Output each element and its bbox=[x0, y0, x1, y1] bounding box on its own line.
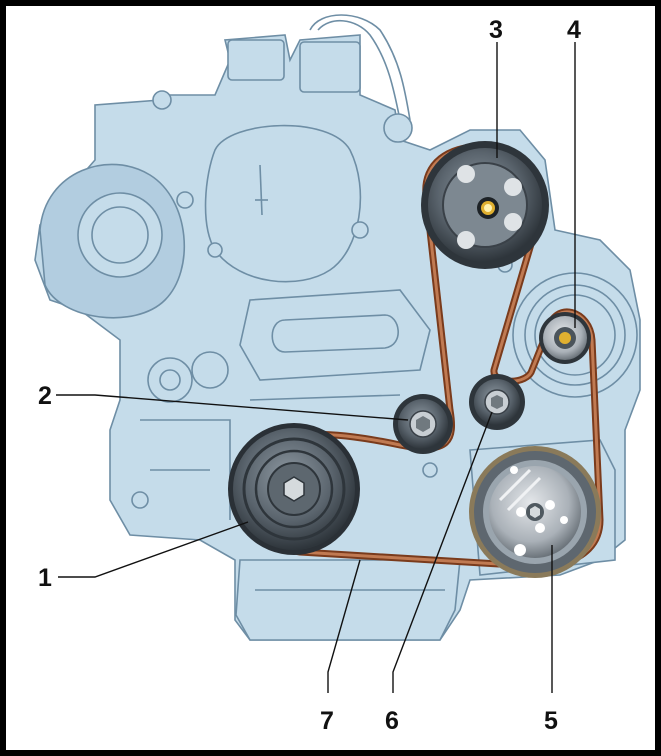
callout-5: 5 bbox=[544, 707, 558, 735]
leader-lines bbox=[56, 42, 576, 693]
callout-labels: 1 2 3 4 5 6 7 bbox=[38, 16, 581, 735]
leader-line-1 bbox=[58, 521, 249, 578]
belt-drive-diagram: 1 2 3 4 5 6 7 bbox=[34, 14, 641, 735]
callout-4: 4 bbox=[567, 16, 581, 44]
crankshaft-pulley bbox=[228, 423, 360, 555]
leader-line-2 bbox=[56, 394, 409, 421]
callout-6: 6 bbox=[385, 707, 399, 735]
callout-1: 1 bbox=[38, 564, 52, 592]
diagram-frame: 1 2 3 4 5 6 7 bbox=[6, 6, 655, 750]
callout-7: 7 bbox=[320, 707, 334, 735]
alternator-pulley bbox=[539, 312, 591, 364]
idler-pulley bbox=[469, 374, 525, 430]
leader-line-6 bbox=[392, 411, 493, 693]
ac-compressor-pulley bbox=[469, 446, 601, 578]
water-pump-pulley bbox=[421, 141, 549, 269]
leader-line-7 bbox=[327, 559, 361, 693]
callout-3: 3 bbox=[489, 16, 503, 44]
callout-2: 2 bbox=[38, 382, 52, 410]
tensioner-pulley bbox=[393, 394, 453, 454]
